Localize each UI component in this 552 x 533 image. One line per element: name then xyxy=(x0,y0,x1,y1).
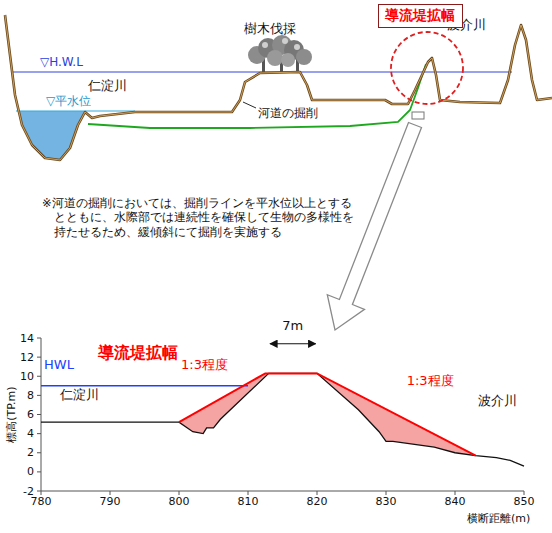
tick xyxy=(248,491,249,495)
tick-label: 790 xyxy=(100,495,121,508)
slope-label: 1:3程度 xyxy=(181,357,228,373)
axis-title: 標高(TP.m) xyxy=(5,386,18,442)
tick xyxy=(524,491,525,495)
tick xyxy=(179,491,180,495)
tick-label: 14 xyxy=(20,332,34,345)
tick-label: 4 xyxy=(27,427,34,440)
tick-label: 10 xyxy=(20,370,34,383)
arrow-tail-block xyxy=(412,112,424,119)
excavation-label: 河道の掘削 xyxy=(258,106,318,120)
hwl-label: HWL xyxy=(44,357,74,373)
water-level-label: ▽平水位 xyxy=(46,94,91,108)
section-chart xyxy=(37,338,524,495)
tick xyxy=(37,376,41,377)
trees xyxy=(248,35,312,72)
hwl-label: ▽H.W.L xyxy=(40,55,83,69)
tick xyxy=(37,433,41,434)
tick xyxy=(41,491,42,495)
tick xyxy=(386,491,387,495)
widening-fill xyxy=(179,373,269,433)
tick xyxy=(37,471,41,472)
width-arrow xyxy=(270,343,316,344)
focus-circle xyxy=(391,32,463,104)
existing-profile xyxy=(41,373,524,466)
ground-profile xyxy=(5,15,552,160)
slope-label: 1:3程度 xyxy=(407,373,454,389)
hwl-line xyxy=(41,385,248,387)
leader-line xyxy=(243,102,256,108)
dimension-label: 7m xyxy=(282,318,303,334)
tick-label: 8 xyxy=(27,389,34,402)
tick-label: 6 xyxy=(27,408,34,421)
tick-label: 2 xyxy=(27,446,34,459)
zoom-arrow xyxy=(327,123,421,331)
tick xyxy=(37,452,41,453)
river-name: 仁淀川 xyxy=(60,387,99,403)
tick xyxy=(455,491,456,495)
tick-label: 780 xyxy=(31,495,52,508)
tick xyxy=(110,491,111,495)
normal-water-line xyxy=(16,110,135,111)
tick-label: 850 xyxy=(514,495,535,508)
tick-label: 840 xyxy=(445,495,466,508)
callout-title: 導流堤拡幅 xyxy=(385,7,456,24)
chart-title: 導流堤拡幅 xyxy=(98,343,178,362)
tick-label: 800 xyxy=(169,495,190,508)
tick xyxy=(317,491,318,495)
tick xyxy=(37,357,41,358)
tick xyxy=(37,338,41,339)
callout-box: 導流堤拡幅 xyxy=(378,4,463,28)
axis-title: 横断距離(m) xyxy=(467,512,530,525)
note-text: ※河道の掘削においては、掘削ラインを平水位以上とするとともに、水際部では連続性を… xyxy=(42,196,359,239)
river-name: 仁淀川 xyxy=(88,78,127,94)
tick-label: 0 xyxy=(27,465,34,478)
tick xyxy=(37,414,41,415)
river-name: 波介川 xyxy=(478,393,517,409)
x-axis xyxy=(41,491,524,492)
tree-cutting-label: 樹木伐採 xyxy=(244,21,296,37)
tick-label: 810 xyxy=(238,495,259,508)
planned-levee-line xyxy=(179,373,476,455)
ground-profile-highlight xyxy=(5,15,552,160)
tick xyxy=(37,491,41,492)
tick-label: 820 xyxy=(307,495,328,508)
tick-label: 12 xyxy=(20,351,34,364)
tick xyxy=(37,395,41,396)
tick-label: 830 xyxy=(376,495,397,508)
